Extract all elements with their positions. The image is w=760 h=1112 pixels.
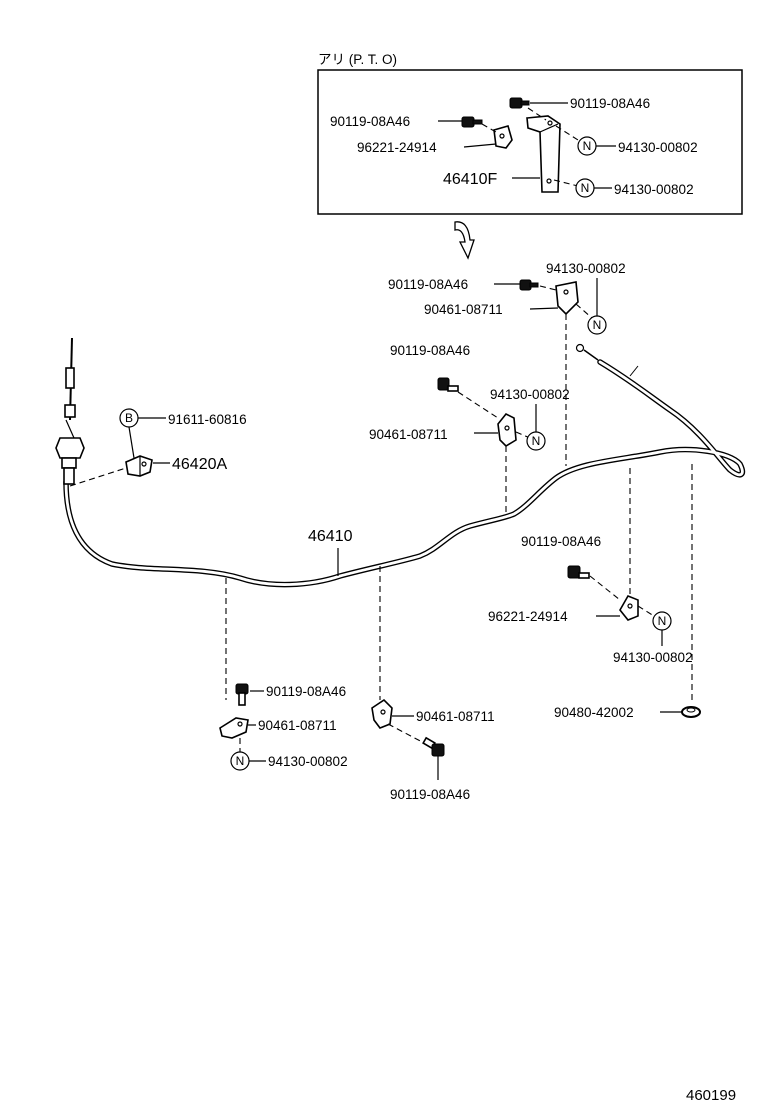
inset-nut-lower-label: 94130-00802 [614, 182, 694, 197]
inset-pointer-arrow [454, 221, 475, 260]
svg-text:N: N [658, 614, 667, 628]
inset-nut-upper-symbol: N [577, 136, 597, 156]
right-clamp-part [619, 594, 639, 621]
bottom-middle-bolt-part [422, 736, 445, 757]
inset-bolt-top-part [509, 97, 530, 109]
inset-title: アリ (P. T. O) [318, 52, 397, 67]
bottom-middle-clamp-part [371, 698, 393, 729]
top-nut-label: 94130-00802 [546, 261, 626, 276]
right-bolt-label: 90119-08A46 [521, 534, 601, 549]
right-nut-label: 94130-00802 [613, 650, 693, 665]
bottom-left-nut-symbol: N [230, 751, 250, 771]
mid-clamp-label: 90461-08711 [369, 427, 448, 442]
inset-bracket-label: 46410F [443, 171, 497, 188]
inset-clamp-label: 96221-24914 [357, 140, 437, 155]
top-bolt-label: 90119-08A46 [388, 277, 468, 292]
svg-text:N: N [583, 139, 592, 153]
grommet-part [681, 706, 701, 718]
svg-text:N: N [532, 434, 541, 448]
mid-nut-symbol: N [526, 431, 546, 451]
cable-end-fitting [55, 337, 85, 485]
bottom-middle-bolt-label: 90119-08A46 [390, 787, 470, 802]
top-clamp-label: 90461-08711 [424, 302, 503, 317]
cable-end-b-label: 91611-60816 [168, 412, 247, 427]
cable-label: 46410 [308, 528, 353, 545]
bottom-left-bolt-label: 90119-08A46 [266, 684, 346, 699]
svg-text:N: N [581, 181, 590, 195]
figure-code: 460199 [686, 1087, 736, 1104]
inset-bolt-left-part [461, 116, 483, 128]
svg-text:N: N [593, 318, 602, 332]
inset-nut-upper-label: 94130-00802 [618, 140, 698, 155]
right-clamp-label: 96221-24914 [488, 609, 568, 624]
inset-bolt-top-label: 90119-08A46 [570, 96, 650, 111]
svg-text:N: N [236, 754, 245, 768]
bottom-left-bolt-part [235, 683, 249, 706]
bottom-left-clamp-label: 90461-08711 [258, 718, 337, 733]
bottom-left-nut-label: 94130-00802 [268, 754, 348, 769]
mid-bolt-label: 90119-08A46 [390, 343, 470, 358]
top-bolt-part [519, 279, 539, 291]
inset-frame [317, 69, 743, 215]
cable-end-b-symbol: B [119, 408, 139, 428]
top-nut-symbol: N [587, 315, 607, 335]
inset-clamp-part [493, 125, 513, 149]
mid-nut-label: 94130-00802 [490, 387, 570, 402]
inset-nut-lower-symbol: N [575, 178, 595, 198]
throttle-cable-part [63, 343, 746, 588]
cable-clamp-part [125, 455, 153, 477]
right-bolt-part [567, 565, 590, 579]
pto-bracket-part [526, 115, 561, 193]
mid-clamp-part [497, 412, 517, 448]
grommet-label: 90480-42002 [554, 705, 634, 720]
cable-clamp-label: 46420A [172, 456, 227, 473]
bottom-left-clamp-part [219, 717, 249, 739]
inset-bolt-left-label: 90119-08A46 [330, 114, 410, 129]
bottom-middle-clamp-label: 90461-08711 [416, 709, 495, 724]
right-nut-symbol: N [652, 611, 672, 631]
mid-bolt-part [437, 377, 459, 392]
top-clamp-part [555, 281, 579, 316]
svg-text:B: B [125, 411, 133, 425]
